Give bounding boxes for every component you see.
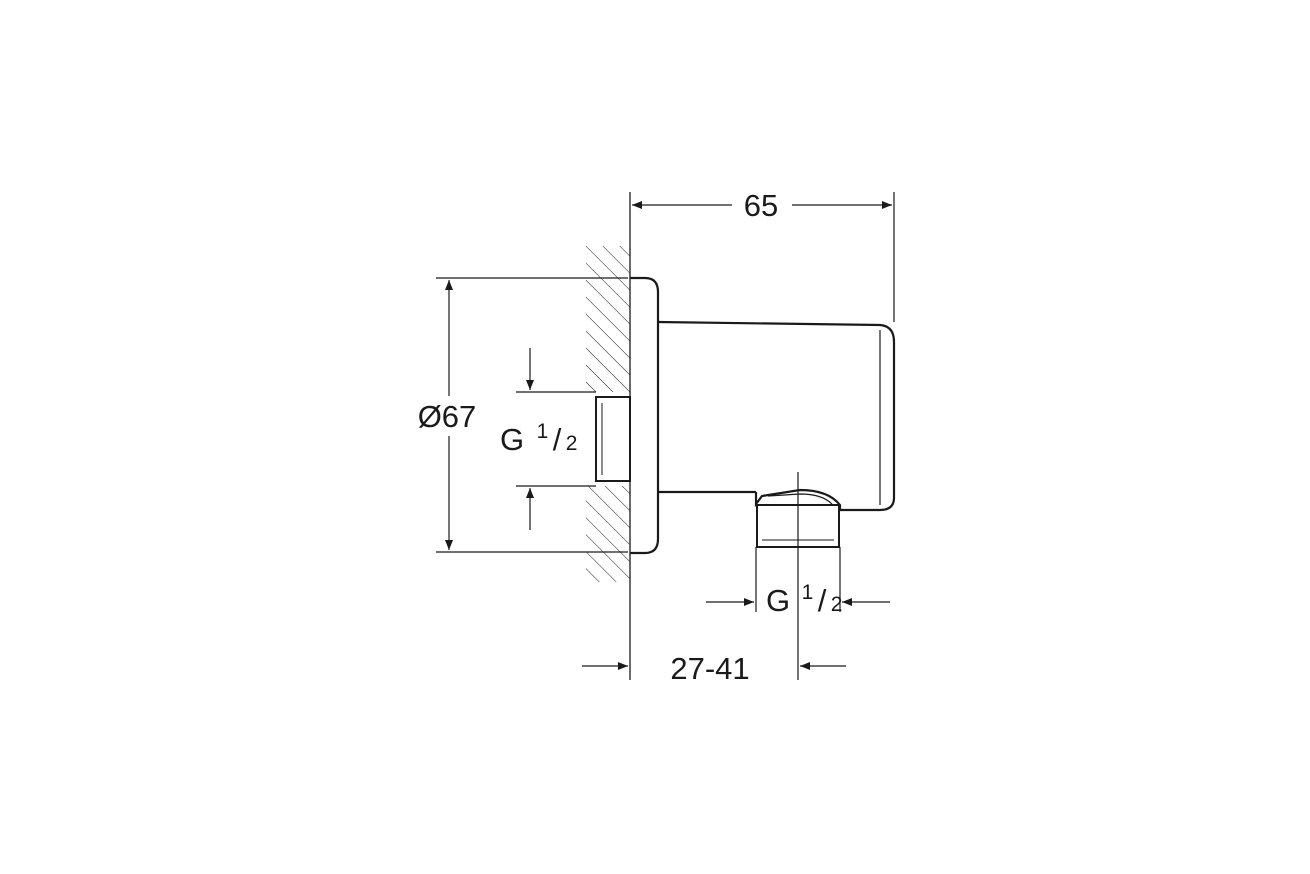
dim-outlet-thread-label: G 1 / 2 [766,581,842,618]
outlet-thread-letter: G [766,583,790,618]
wall-hatch-bottom [586,486,630,582]
dimension-65: 65 [632,188,895,322]
outlet-thread-slash: / [818,583,827,618]
wall-thread-denominator: 2 [566,432,578,455]
dim-offset-label: 27-41 [670,651,749,686]
dimension-wall-thread: G 1 / 2 [500,348,596,530]
dim-65-label: 65 [744,188,778,223]
wall-thread-numerator: 1 [537,420,549,443]
outlet-connection [754,472,842,680]
wall-hatch-top [586,246,630,392]
outlet-body [657,320,896,512]
outlet-elbow-inner [767,493,833,505]
dimension-27-41: 27-41 [582,651,846,686]
dim-dia-label: Ø67 [418,399,477,434]
wall-thread-nipple [595,396,631,482]
wall-flange [630,276,660,555]
dim-wall-thread-label: G 1 / 2 [500,420,577,457]
dim-dia-label-bg [412,396,484,436]
dimension-diameter: Ø67 [412,277,628,553]
wall [586,192,631,680]
wall-thread-slash: / [553,422,562,457]
wall-thread-letter: G [500,422,524,457]
outlet-thread-numerator: 1 [802,581,814,604]
outlet-thread-denominator: 2 [831,593,843,616]
dimension-outlet-thread: G 1 / 2 [706,547,890,618]
wall-thread-connection [595,396,631,482]
outlet-elbow [754,488,842,510]
